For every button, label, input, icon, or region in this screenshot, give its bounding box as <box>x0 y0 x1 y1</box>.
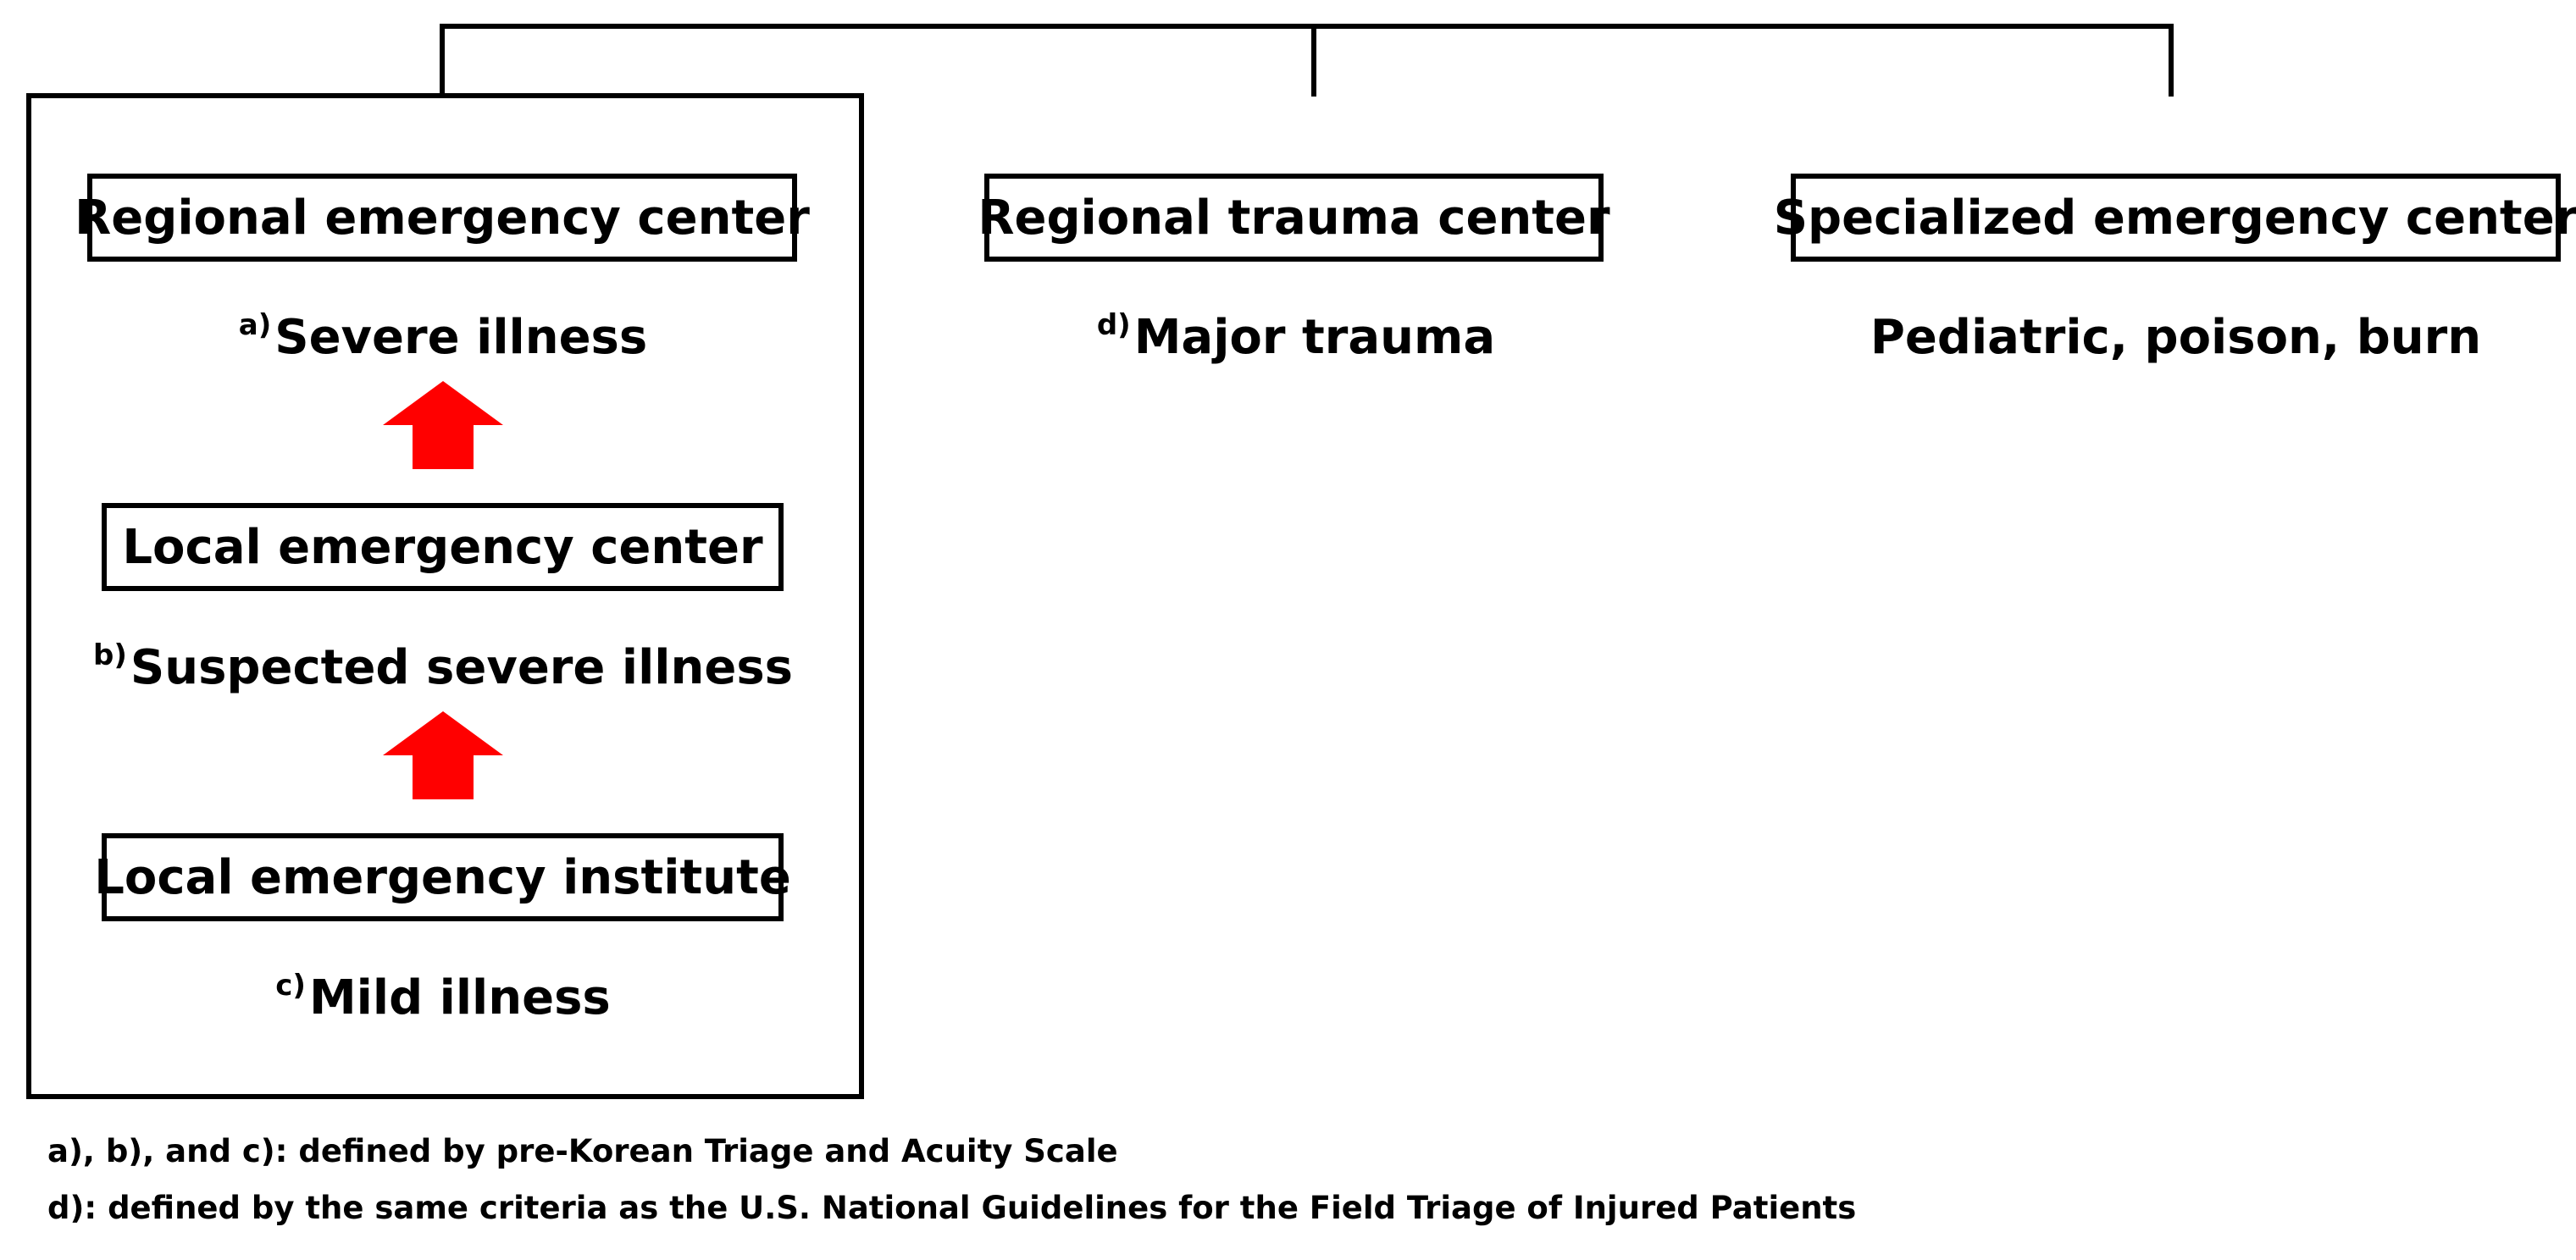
suspected-severe-illness-marker: b) <box>92 638 127 672</box>
footnote-field-triage: d): defined by the same criteria as the … <box>47 1190 1857 1226</box>
specialized-emergency-center-box: Specialized emergency center <box>1774 174 2576 262</box>
local-emergency-center-box: Local emergency center <box>102 503 784 591</box>
top-connector-line <box>440 24 2174 29</box>
major-trauma-marker: d) <box>1096 308 1131 342</box>
major-trauma-label: d) Major trauma <box>957 308 1635 378</box>
local-emergency-institute-box: Local emergency institute <box>94 833 791 921</box>
connector-drop-left <box>440 24 445 97</box>
connector-drop-right <box>2169 24 2174 97</box>
suspected-severe-illness-text: Suspected severe illness <box>130 640 793 695</box>
regional-trauma-center-box: Regional trauma center <box>978 174 1610 262</box>
emergency-center-group-frame <box>26 93 864 1099</box>
mild-illness-text: Mild illness <box>308 970 611 1025</box>
severe-illness-label: a) Severe illness <box>52 308 834 378</box>
severe-illness-text: Severe illness <box>274 310 648 365</box>
footnote-kta: a), b), and c): defined by pre-Korean Tr… <box>47 1133 1118 1169</box>
severe-illness-marker: a) <box>238 308 272 342</box>
regional-emergency-center-box: Regional emergency center <box>75 174 810 262</box>
arrow-up-icon <box>383 711 503 799</box>
mild-illness-label: c) Mild illness <box>52 969 834 1038</box>
pediatric-poison-burn-text: Pediatric, poison, burn <box>1870 310 2482 365</box>
suspected-severe-illness-label: b) Suspected severe illness <box>52 638 834 708</box>
arrow-up-icon <box>383 381 503 469</box>
mild-illness-marker: c) <box>275 969 306 1003</box>
connector-drop-middle <box>1311 24 1316 97</box>
pediatric-poison-burn-label: Pediatric, poison, burn <box>1791 310 2561 378</box>
major-trauma-text: Major trauma <box>1133 310 1496 365</box>
